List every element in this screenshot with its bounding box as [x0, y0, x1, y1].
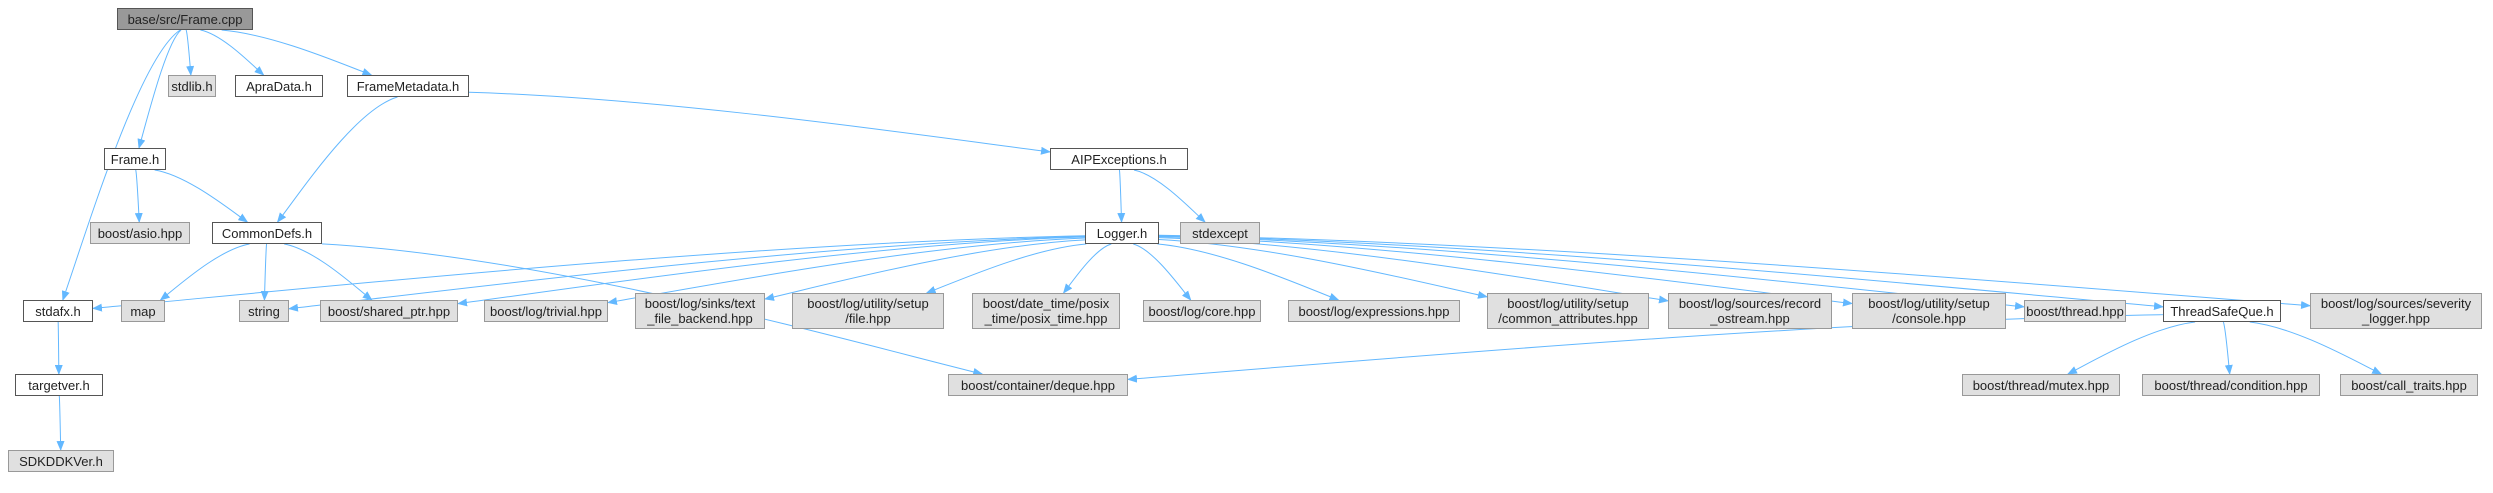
- node-frame-cpp: base/src/Frame.cpp: [117, 8, 253, 30]
- node-stdexcept: stdexcept: [1180, 222, 1260, 244]
- node-commondefs-h[interactable]: CommonDefs.h: [212, 222, 322, 244]
- edge-logger_h-to-log_core: [1133, 243, 1192, 301]
- node-thread-condition: boost/thread/condition.hpp: [2142, 374, 2320, 396]
- edge-frame_cpp-to-stdlib_h: [185, 29, 195, 76]
- node-log-core: boost/log/core.hpp: [1143, 300, 1261, 322]
- node-sdkddkver-h: SDKDDKVer.h: [8, 450, 114, 472]
- edge-logger_h-to-posix_time: [1062, 243, 1112, 294]
- node-targetver-h[interactable]: targetver.h: [15, 374, 103, 396]
- edge-frame_cpp-to-frame_h: [137, 29, 182, 149]
- edge-logger_h-to-log_expressions: [1157, 243, 1340, 301]
- node-stdlib-h: stdlib.h: [168, 75, 216, 97]
- edge-logger_h-to-shared_ptr: [457, 236, 1086, 307]
- edge-logger_h-to-text_file_backend: [764, 239, 1086, 301]
- edge-frame_h-to-commondefs_h: [154, 169, 249, 223]
- node-setup-file: boost/log/utility/setup /file.hpp: [792, 293, 944, 329]
- edge-commondefs_h-to-map: [159, 243, 250, 301]
- edge-aipexceptions_h-to-stdexcept: [1133, 169, 1206, 223]
- node-framemetadata-h[interactable]: FrameMetadata.h: [347, 75, 469, 97]
- edge-aipexceptions_h-to-logger_h: [1117, 169, 1126, 223]
- node-common-attributes: boost/log/utility/setup /common_attribut…: [1487, 293, 1649, 329]
- node-thread-mutex: boost/thread/mutex.hpp: [1962, 374, 2120, 396]
- node-map: map: [121, 300, 165, 322]
- edge-commondefs_h-to-string: [260, 243, 269, 301]
- node-apradata-h[interactable]: ApraData.h: [235, 75, 323, 97]
- edge-logger_h-to-threadsafeque_h: [1158, 235, 2164, 311]
- edge-logger_h-to-stdafx_h: [92, 235, 1086, 312]
- node-log-expressions: boost/log/expressions.hpp: [1288, 300, 1460, 322]
- edge-threadsafeque_h-to-thread_condition: [2222, 321, 2233, 375]
- node-setup-console: boost/log/utility/setup /console.hpp: [1852, 293, 2006, 329]
- edge-framemetadata_h-to-commondefs_h: [276, 96, 398, 223]
- edge-threadsafeque_h-to-call_traits: [2249, 321, 2383, 375]
- node-boost-thread: boost/thread.hpp: [2024, 300, 2126, 322]
- node-text-file-backend: boost/log/sinks/text _file_backend.hpp: [635, 293, 765, 329]
- node-stdafx-h[interactable]: stdafx.h: [23, 300, 93, 322]
- edge-logger_h-to-severity_logger: [1158, 234, 2311, 310]
- node-aipexceptions-h[interactable]: AIPExceptions.h: [1050, 148, 1188, 170]
- edge-threadsafeque_h-to-thread_mutex: [2067, 321, 2196, 375]
- node-threadsafeque-h[interactable]: ThreadSafeQue.h: [2163, 300, 2281, 322]
- node-frame-h[interactable]: Frame.h: [104, 148, 166, 170]
- node-container-deque: boost/container/deque.hpp: [948, 374, 1128, 396]
- edge-targetver_h-to-sdkddkver_h: [56, 395, 65, 451]
- node-log-trivial: boost/log/trivial.hpp: [484, 300, 608, 322]
- edge-framemetadata_h-to-aipexceptions_h: [468, 91, 1051, 155]
- edge-logger_h-to-common_attributes: [1158, 238, 1488, 299]
- edge-commondefs_h-to-shared_ptr: [284, 243, 373, 301]
- edge-stdafx_h-to-targetver_h: [54, 321, 63, 375]
- node-posix-time: boost/date_time/posix _time/posix_time.h…: [972, 293, 1120, 329]
- node-call-traits: boost/call_traits.hpp: [2340, 374, 2478, 396]
- node-logger-h[interactable]: Logger.h: [1085, 222, 1159, 244]
- node-string: string: [239, 300, 289, 322]
- edge-frame_cpp-to-framemetadata_h: [221, 29, 373, 76]
- edge-frame_h-to-boost_asio: [134, 169, 143, 223]
- edge-logger_h-to-string: [288, 235, 1086, 312]
- node-severity-logger: boost/log/sources/severity _logger.hpp: [2310, 293, 2482, 329]
- node-boost-asio: boost/asio.hpp: [90, 222, 190, 244]
- node-shared-ptr: boost/shared_ptr.hpp: [320, 300, 458, 322]
- edge-logger_h-to-setup_file: [925, 243, 1087, 294]
- edge-frame_cpp-to-apradata_h: [200, 29, 265, 76]
- node-record-ostream: boost/log/sources/record _ostream.hpp: [1668, 293, 1832, 329]
